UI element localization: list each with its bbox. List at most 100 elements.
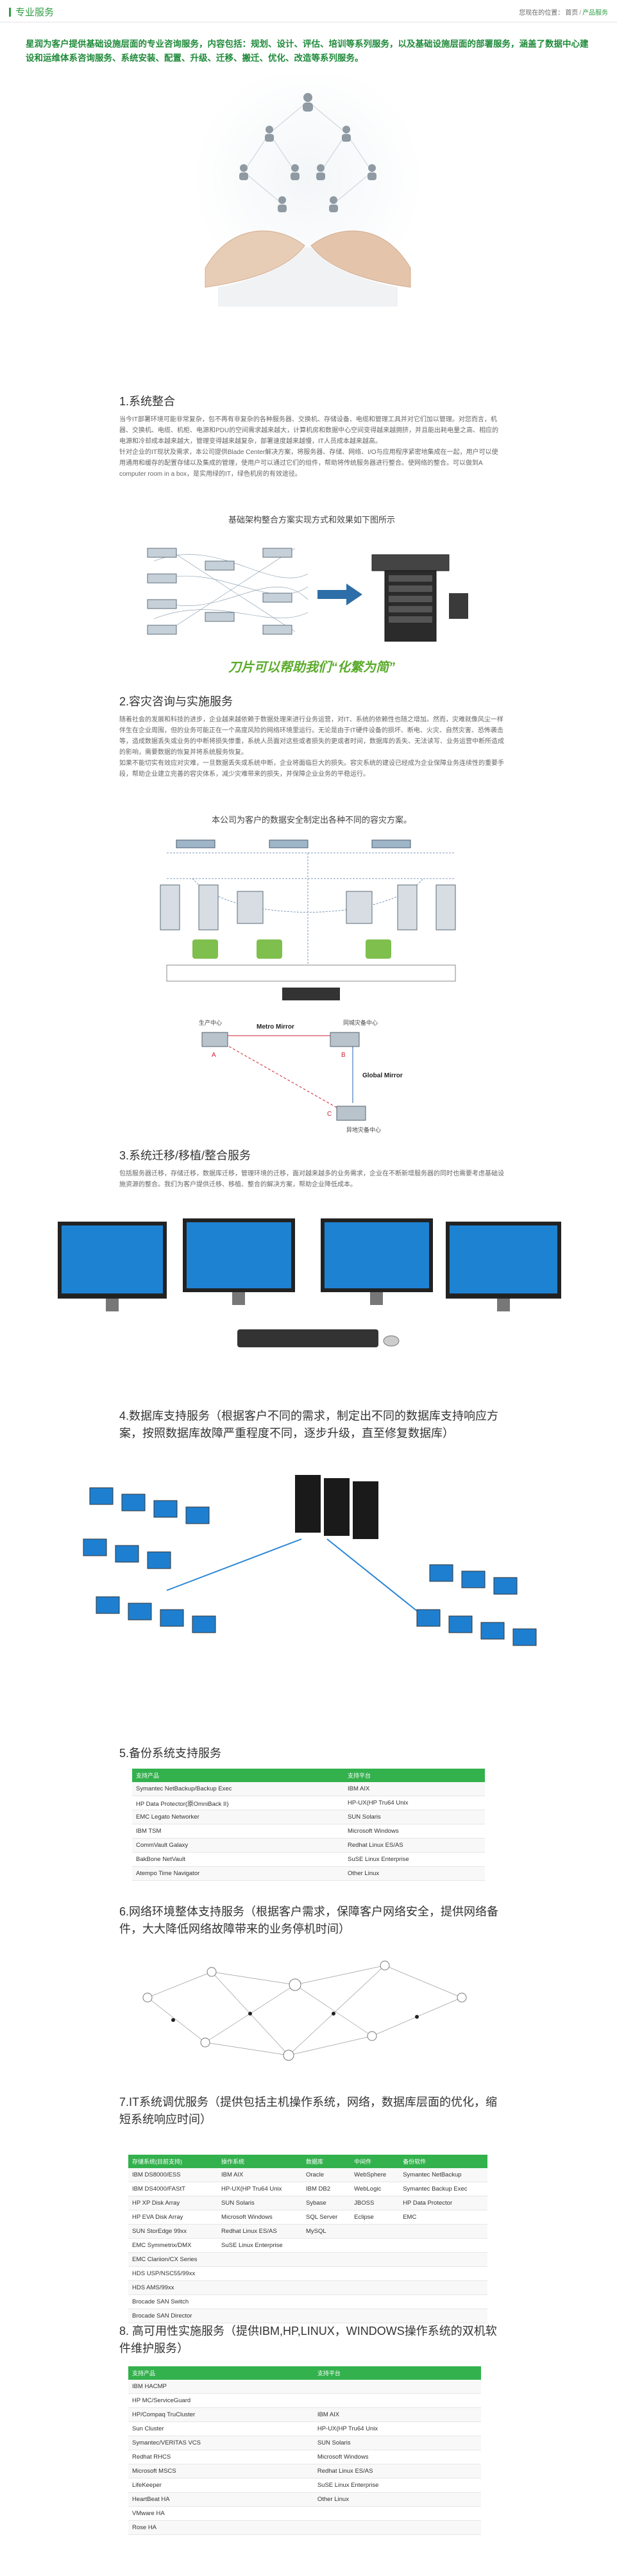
table-cell: Other Linux (313, 2492, 481, 2507)
table-cell: HP XP Disk Array (128, 2196, 218, 2210)
table-cell: SQL Server (302, 2210, 351, 2225)
section-title: 6.网络环境整体支持服务（根据客户需求，保障客户网络安全，提供网络备件，大大降低… (119, 1905, 499, 1935)
site-a-label: 生产中心 (199, 1019, 222, 1026)
table-cell: Other Linux (344, 1866, 485, 1881)
table-cell: Rose HA (128, 2520, 314, 2535)
table-cell: SuSE Linux Enterprise (313, 2478, 481, 2493)
table-row: Brocade SAN Director (128, 2309, 487, 2323)
section-title: 1.系统整合 (119, 395, 176, 408)
section-paragraph: 如果不能切实有效应对灾难，一旦数据丢失或系统中断，企业将面临巨大的损失。容灾系统… (119, 760, 504, 778)
table-cell: EMC (399, 2210, 487, 2225)
table-cell: MySQL (302, 2224, 351, 2239)
table-cell: HP/Compaq TruCluster (128, 2407, 314, 2422)
network-mesh-image (142, 1960, 467, 2061)
section-system-integration: 1.系统整合 当今IT部署环境可能非常复杂，包不再有非复杂的各种服务器、交换机、… (119, 392, 504, 480)
section-paragraph: 随着社会的发展和科技的进步，企业越来越依赖于数据处理来进行业务运营，对IT、系统… (119, 716, 504, 756)
table-cell: JBOSS (350, 2196, 400, 2210)
table-cell: SuSE Linux Enterprise (344, 1852, 485, 1867)
section-it-tuning: 7.IT系统调优服务（提供包括主机操作系统，网络，数据库层面的优化，缩短系统响应… (119, 2094, 504, 2134)
page-title: 专业服务 (9, 5, 54, 19)
table-cell: Redhat Linux ES/AS (313, 2464, 481, 2479)
breadcrumb-separator: / (579, 10, 581, 17)
breadcrumb-current: 产品服务 (582, 10, 608, 17)
table-row: VMware HA (128, 2506, 481, 2521)
table-cell: IBM HACMP (128, 2380, 314, 2394)
section-title: 5.备份系统支持服务 (119, 1747, 222, 1760)
section-network-support: 6.网络环境整体支持服务（根据客户需求，保障客户网络安全，提供网络备件，大大降低… (119, 1903, 504, 1943)
table-cell (350, 2224, 400, 2239)
table-cell: HeartBeat HA (128, 2492, 314, 2507)
table-cell: Redhat RHCS (128, 2450, 314, 2464)
section-migration: 3.系统迁移/移植/整合服务 包括服务器迁移，存储迁移，数据库迁移，管理环境的迁… (119, 1147, 504, 1190)
table-cell: CommVault Galaxy (132, 1838, 344, 1853)
section-title: 7.IT系统调优服务（提供包括主机操作系统，网络，数据库层面的优化，缩短系统响应… (119, 2096, 498, 2126)
site-c-label: 异地灾备中心 (346, 1126, 381, 1133)
table-row: Rose HA (128, 2520, 481, 2535)
table-cell: EMC Clariion/CX Series (128, 2252, 218, 2267)
breadcrumb: 您现在的位置：首页/产品服务 (518, 7, 608, 17)
global-mirror-label: Global Mirror (362, 1072, 403, 1079)
table-cell: SUN Solaris (313, 2436, 481, 2450)
table-row: HDS USP/NSC55/99xx (128, 2266, 487, 2281)
table-cell (302, 2238, 351, 2253)
table-cell: EMC Legato Networker (132, 1810, 344, 1824)
section-database-support: 4.数据库支持服务（根据客户不同的需求，制定出不同的数据库支持响应方案，按照数据… (119, 1408, 504, 1447)
section-title: 8. 高可用性实施服务（提供IBM,HP,LINUX，WINDOWS操作系统的双… (119, 2325, 497, 2355)
section-disaster-recovery: 2.容灾咨询与实施服务 随着社会的发展和科技的进步，企业越来越依赖于数据处理来进… (119, 693, 504, 780)
table-cell: HP-UX(HP Tru64 Unix (217, 2182, 302, 2196)
table-row: HDS AMS/99xx (128, 2280, 487, 2295)
site-b-label: 同城灾备中心 (343, 1019, 378, 1026)
table-cell: WebSphere (350, 2168, 400, 2182)
s1-diagram-caption: 基础架构整合方案实现方式和效果如下图所示 (228, 515, 395, 525)
table-row: Brocade SAN Switch (128, 2294, 487, 2309)
section-title: 2.容灾咨询与实施服务 (119, 695, 233, 708)
table-cell: Symantec Backup Exec (399, 2182, 487, 2196)
table-cell: IBM DS4000/FAStT (128, 2182, 218, 2196)
table-header: 备份软件 (399, 2155, 487, 2168)
table-cell: Microsoft Windows (217, 2210, 302, 2225)
table-cell (313, 2380, 481, 2394)
table-cell (399, 2238, 487, 2253)
table-cell: HP EVA Disk Array (128, 2210, 218, 2225)
metro-mirror-label: Metro Mirror (257, 1023, 294, 1031)
table-cell (313, 2506, 481, 2521)
breadcrumb-home-link[interactable]: 首页 (565, 10, 579, 17)
table-header: 存储系统(目前支持) (128, 2155, 218, 2168)
table-cell: HP-UX(HP Tru64 Unix (344, 1796, 485, 1810)
table-cell (350, 2238, 400, 2253)
monitors-image (58, 1218, 561, 1347)
node-c-label: C (327, 1111, 332, 1118)
table-header: 支持平台 (313, 2366, 481, 2380)
table-cell: HDS AMS/99xx (128, 2280, 218, 2295)
node-b-label: B (341, 1052, 346, 1059)
table-cell (313, 2393, 481, 2408)
table-cell: VMware HA (128, 2506, 314, 2521)
table-cell: Brocade SAN Switch (128, 2294, 218, 2309)
table-cell: Microsoft MSCS (128, 2464, 314, 2479)
intro-text: 星润为客户提供基础设施层面的专业咨询服务，内容包括：规划、设计、评估、培训等系列… (26, 39, 589, 63)
table-header: 支持产品 (128, 2366, 314, 2380)
page-header: 专业服务 您现在的位置：首页/产品服务 (0, 0, 617, 22)
section-paragraph: 针对企业的IT现状及需求，本公司提供Blade Center解决方案，将服务器、… (119, 449, 498, 478)
it-tuning-table: 存储系统(目前支持) 操作系统 数据库 中间件 备份软件 IBM DS8000/… (128, 2155, 487, 2323)
s2-diagram-caption: 本公司为客户的数据安全制定出各种不同的容灾方案。 (211, 815, 412, 825)
table-header: 操作系统 (217, 2155, 302, 2168)
s1-slogan: 刀片可以帮助我们“化繁为简” (228, 661, 395, 675)
table-cell (399, 2224, 487, 2239)
table-cell: BakBone NetVault (132, 1852, 344, 1867)
